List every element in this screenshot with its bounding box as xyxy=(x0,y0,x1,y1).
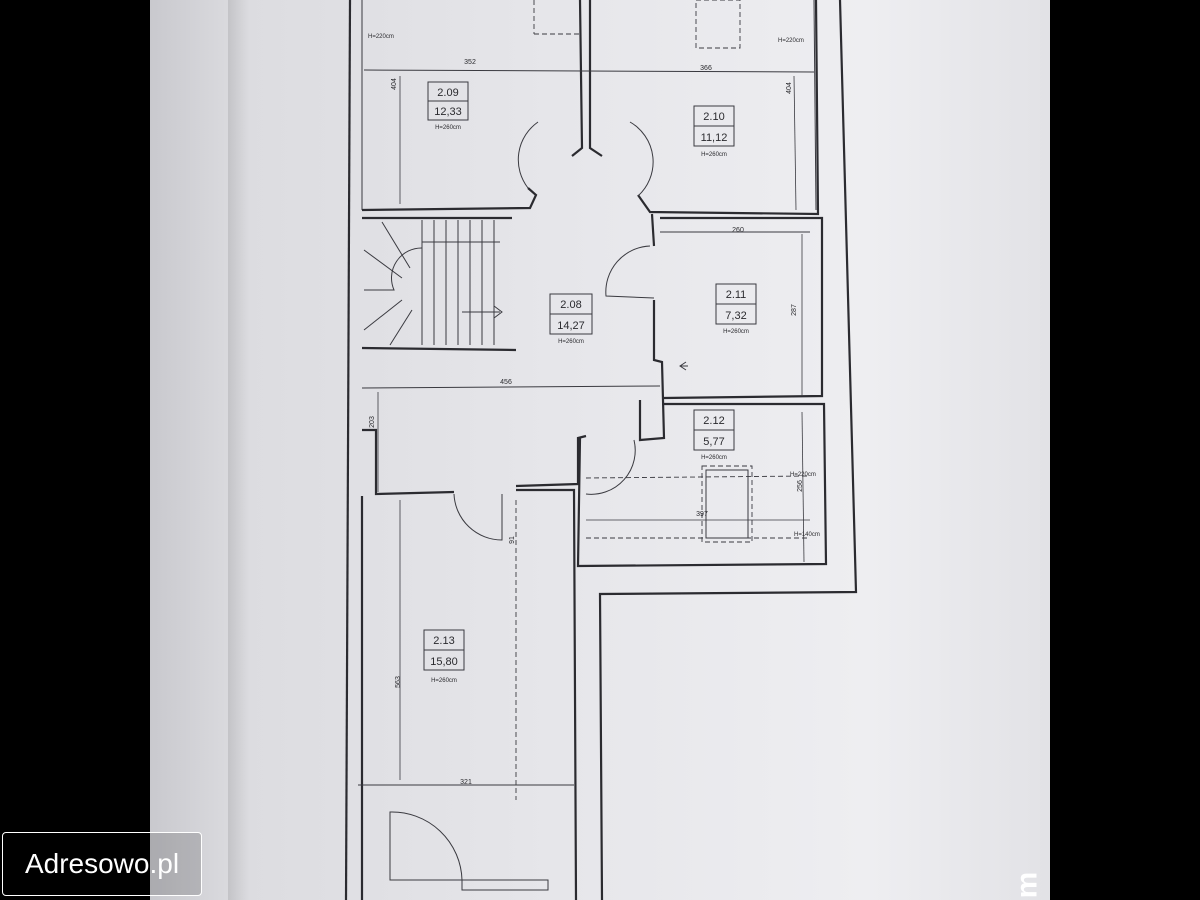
room-height: H=260cm xyxy=(435,125,461,131)
paper-sheet: 2.09 12,33 H=260cm 2.10 11,12 H=260cm 2.… xyxy=(150,0,1050,900)
room-area: 11,12 xyxy=(701,132,728,144)
dim-203: 203 xyxy=(369,416,376,428)
room-label-213: 2.13 15,80 H=260cm xyxy=(423,629,465,684)
room-area: 15,80 xyxy=(430,656,458,668)
height-notes: H=220cm H=220cm H=220cm H=140cm xyxy=(368,34,820,538)
dim-456: 456 xyxy=(500,379,512,386)
dim-256: 256 xyxy=(797,480,804,492)
dim-287: 287 xyxy=(791,304,798,316)
dim-260: 260 xyxy=(732,227,744,234)
room-label-209: 2.09 12,33 H=260cm xyxy=(427,81,469,131)
room-height: H=260cm xyxy=(558,339,584,345)
dim-366: 366 xyxy=(700,65,712,72)
dim-397: 397 xyxy=(696,511,708,518)
room-number: 2.08 xyxy=(560,299,581,311)
room-number: 2.09 xyxy=(437,87,458,99)
watermark-logo: Adresowo.pl xyxy=(2,832,202,896)
dimension-lines xyxy=(377,75,810,780)
walls-room-213 xyxy=(358,488,578,900)
room-area: 14,27 xyxy=(557,320,585,332)
walls-room-208 xyxy=(361,213,666,496)
walls-room-212 xyxy=(576,402,828,568)
walls-room-211 xyxy=(660,216,824,400)
room-number: 2.12 xyxy=(703,415,724,427)
room-label-210: 2.10 11,12 H=260cm xyxy=(693,105,735,158)
room-label-211: 2.11 7,32 H=260cm xyxy=(715,283,757,335)
outer-walls xyxy=(344,0,858,900)
room-area: 12,33 xyxy=(434,106,462,118)
stairs xyxy=(361,216,517,352)
dim-91: 91 xyxy=(509,536,516,544)
floor-plan: 2.09 12,33 H=260cm 2.10 11,12 H=260cm 2.… xyxy=(344,0,858,900)
walls-rooms-209-210 xyxy=(361,0,820,216)
page-fold-shadow xyxy=(228,0,250,900)
skylight-top xyxy=(533,0,741,49)
room-area: 5,77 xyxy=(703,436,724,448)
door-swings xyxy=(389,121,655,881)
corner-mark: m xyxy=(1010,871,1044,899)
room-height: H=260cm xyxy=(701,152,727,158)
room-number: 2.11 xyxy=(726,289,747,301)
height-note-top-left: H=220cm xyxy=(368,34,394,40)
room-height: H=260cm xyxy=(723,329,749,335)
dim-352: 352 xyxy=(464,59,476,66)
room-area: 7,32 xyxy=(725,310,746,322)
room-height: H=260cm xyxy=(431,678,457,684)
dim-404-right: 404 xyxy=(786,82,793,94)
height-note-212-lower: H=140cm xyxy=(794,532,820,538)
dim-321: 321 xyxy=(460,779,472,786)
room-number: 2.10 xyxy=(703,111,724,123)
room-label-208: 2.08 14,27 H=260cm xyxy=(549,293,593,345)
height-note-top-right: H=220cm xyxy=(778,38,804,44)
height-note-212-upper: H=220cm xyxy=(790,472,816,478)
dim-563: 563 xyxy=(395,676,402,688)
room-number: 2.13 xyxy=(433,635,454,647)
dimension-labels: 352 366 404 404 260 287 456 203 397 256 … xyxy=(369,59,804,786)
dim-404-left: 404 xyxy=(391,78,398,90)
room-height: H=260cm xyxy=(701,455,727,461)
room-label-212: 2.12 5,77 H=260cm xyxy=(693,409,735,461)
